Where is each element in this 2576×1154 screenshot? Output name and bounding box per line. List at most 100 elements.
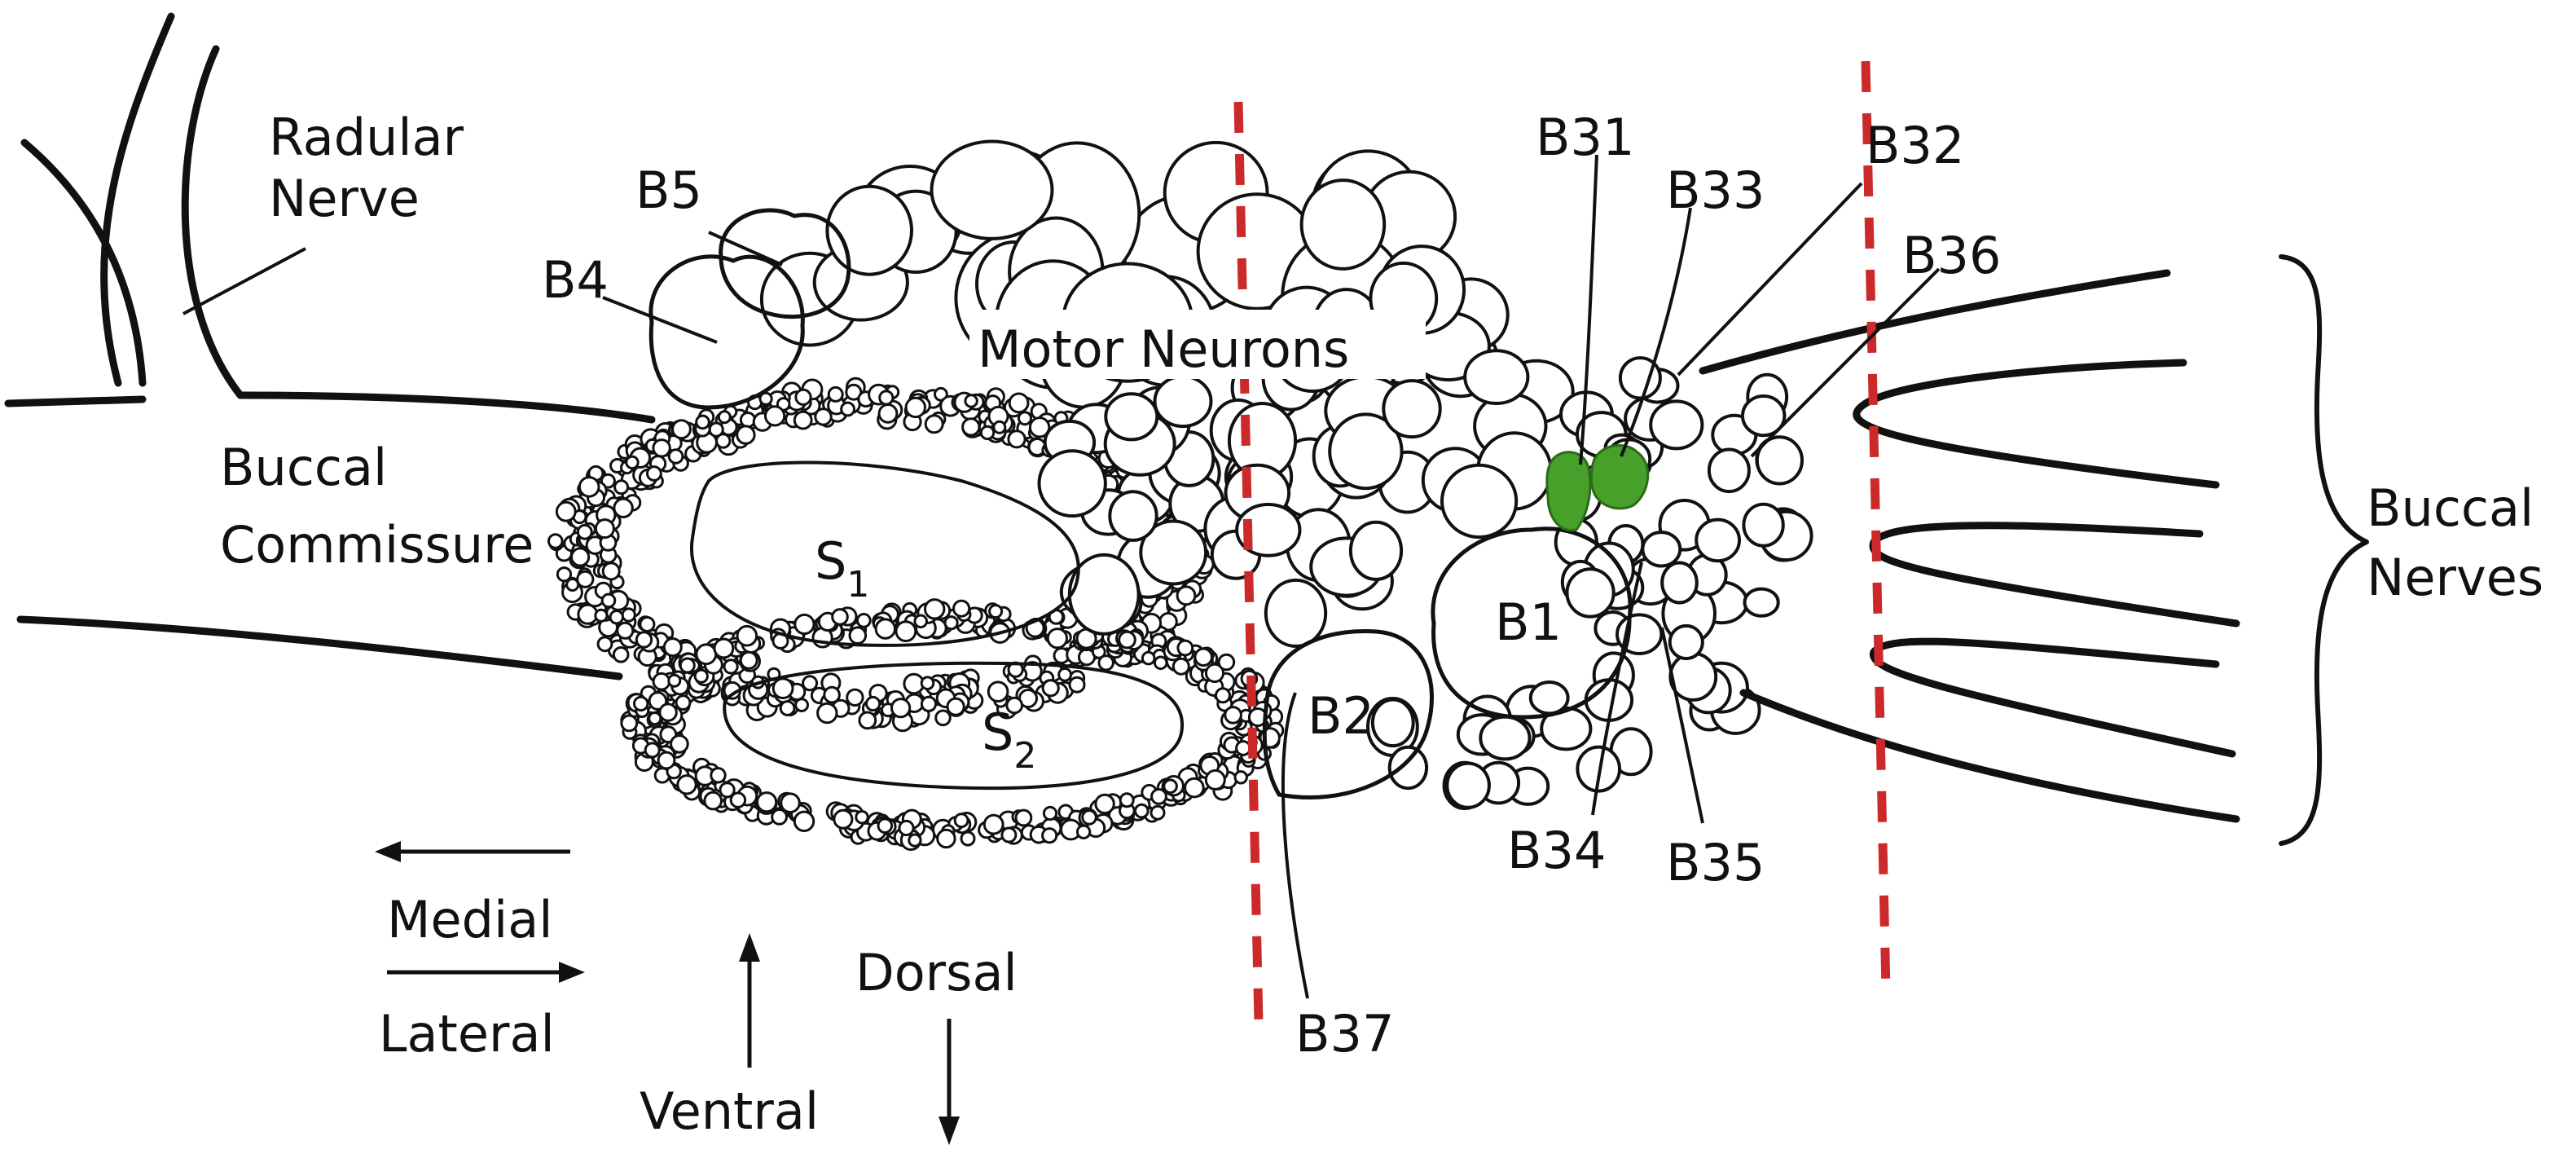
neuropil-dot: [1235, 740, 1251, 756]
neuropil-dot: [648, 711, 662, 726]
lateral-arrowhead-icon: [559, 962, 585, 983]
neuropil-dot: [1018, 411, 1032, 426]
neuropil-dot: [793, 613, 815, 636]
neuropil-dot: [633, 695, 649, 712]
neuropil-dot: [1119, 792, 1135, 808]
neuron-cell: [1104, 392, 1159, 442]
neuron-cell: [1387, 745, 1429, 791]
buccal-commissure-label-line1: Buccal: [220, 438, 387, 497]
neuron-cell: [1463, 349, 1530, 406]
neuropil-dot: [855, 810, 869, 825]
neuropil-dot: [1041, 679, 1060, 698]
neuropil-dot: [729, 791, 747, 808]
neuron-cell: [1755, 435, 1804, 486]
neuron-cell: [1108, 490, 1158, 542]
neuron-cell: [1440, 463, 1519, 540]
motor-neurons-label: Motor Neurons: [978, 319, 1349, 379]
neuropil-dot: [920, 676, 935, 691]
neuron-cell: [1707, 447, 1751, 494]
neuron-cell: [825, 184, 913, 276]
neuropil-dot: [1081, 809, 1097, 826]
neuropil-dot: [635, 631, 653, 649]
neuropil-dot: [652, 438, 671, 458]
b35-label: B35: [1666, 833, 1765, 892]
neuron-cell: [1528, 681, 1570, 716]
buccal-nerves-bracket: [2279, 254, 2369, 846]
neuropil-dot: [710, 767, 727, 784]
neuropil-dot: [570, 547, 591, 567]
neuropil-dot: [924, 414, 944, 434]
medial-label: Medial: [387, 890, 552, 949]
neuropil-dot: [858, 711, 877, 730]
neuropil-dot: [547, 533, 564, 549]
neuropil-dot: [555, 500, 577, 522]
neuron-cell: [1565, 567, 1615, 619]
b4-label: B4: [542, 250, 609, 310]
neuropil-dot: [898, 819, 915, 837]
s2-region: [723, 661, 1185, 791]
neuropil-dot: [1028, 416, 1051, 438]
b34-label: B34: [1507, 821, 1606, 880]
neuropil-dot: [952, 599, 971, 618]
neuropil-dot: [667, 673, 682, 688]
neuropil-dot: [736, 425, 756, 445]
neuron-cell: [1741, 394, 1787, 438]
neuropil-dot: [895, 620, 917, 642]
neuron-cell: [1540, 706, 1593, 751]
neuropil-dot: [987, 681, 1009, 703]
neuropil-dot: [913, 614, 928, 629]
neuropil-dot: [612, 646, 630, 663]
b2-cell: [1262, 628, 1434, 799]
b1-label: B1: [1495, 592, 1562, 652]
b2-label: B2: [1308, 686, 1374, 746]
neuropil-dot: [936, 828, 956, 849]
neuropil-dot: [1215, 687, 1231, 704]
b33-label: B33: [1666, 161, 1765, 220]
medial-arrowhead-icon: [375, 841, 401, 862]
neuron-cell: [1153, 374, 1213, 429]
neuropil-dot: [1193, 647, 1213, 667]
leader-lines: [602, 154, 1941, 999]
neuropil-dot: [576, 523, 593, 540]
neuropil-dot: [715, 433, 732, 449]
neuropil-dot: [1042, 805, 1058, 821]
buccal-nerves-label-line2: Nerves: [2367, 548, 2543, 607]
neuropil-dot: [1000, 826, 1018, 843]
neuropil-dot: [679, 657, 696, 674]
neuropil-dot: [780, 792, 801, 814]
neuropil-dot: [613, 497, 634, 518]
neuropil-dot: [865, 695, 881, 712]
neuropil-dot: [877, 403, 899, 424]
neuropil-dot: [934, 709, 952, 727]
neuropil-dot: [1224, 706, 1242, 725]
neuropil-dot: [717, 410, 732, 425]
neuropil-dot: [845, 383, 863, 401]
neuron-cell: [1743, 587, 1780, 618]
neuropil-dot: [1014, 808, 1033, 827]
neuropil-dot: [670, 734, 689, 754]
b4-cell: [648, 254, 805, 410]
neuropil-dot: [988, 604, 1004, 619]
orientation-key: Medial Lateral Dorsal Ventral: [375, 841, 1018, 1145]
buccal-commissure-nerve: [4, 391, 656, 681]
neuropil-dot: [644, 742, 661, 759]
neuropil-dot: [1005, 696, 1023, 715]
neuropil-dot: [1094, 793, 1115, 815]
radular-nerve-label-line2: Nerve: [269, 169, 420, 228]
neuropil-dot: [1068, 676, 1086, 694]
s2-label: S2: [982, 703, 1036, 777]
neuropil-dot: [713, 637, 735, 659]
neuropil-dot: [1150, 804, 1166, 821]
neuropil-dot: [620, 714, 639, 733]
neuropil-dot: [848, 626, 868, 645]
neuropil-dot: [739, 650, 758, 670]
neuron-cell: [1348, 520, 1404, 581]
neuropil-dot: [874, 618, 897, 640]
neuropil-dot: [920, 695, 938, 712]
neuropil-dot: [609, 610, 624, 625]
neuron-cell: [1618, 356, 1662, 400]
ventral-label: Ventral: [640, 1081, 819, 1141]
neuropil-dot: [771, 677, 794, 699]
neuropil-dot: [1075, 824, 1092, 839]
